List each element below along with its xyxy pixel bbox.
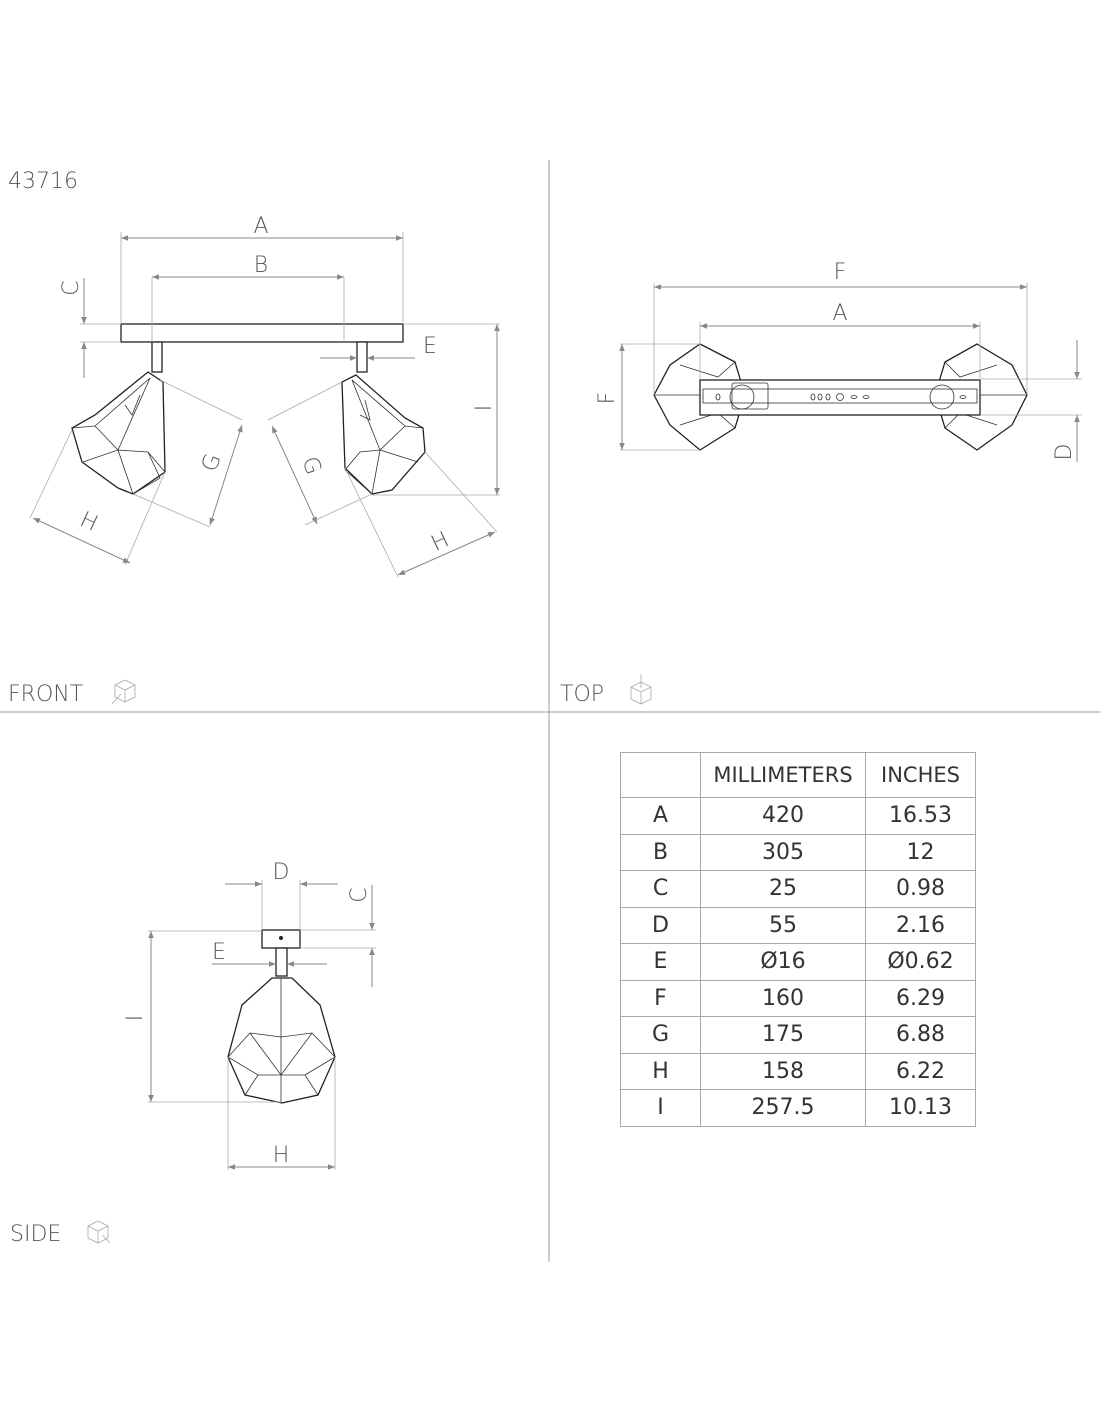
dim-label-f-top: F <box>834 260 847 285</box>
right-shade <box>341 374 426 495</box>
millimeters-value: 25 <box>700 870 866 908</box>
dim-label-i: I <box>472 405 497 412</box>
view-label-front: FRONT <box>8 682 83 707</box>
header-blank <box>620 752 701 798</box>
dimension-key: I <box>620 1089 701 1127</box>
dim-label-e-side: E <box>212 940 226 965</box>
millimeters-value: 175 <box>700 1016 866 1054</box>
inches-value: 6.88 <box>865 1016 976 1054</box>
top-right-shade <box>934 343 1028 451</box>
dim-label-g-left: G <box>197 450 226 475</box>
side-shade <box>227 977 336 1104</box>
inches-value: 16.53 <box>865 797 976 835</box>
view-label-top: TOP <box>560 682 604 707</box>
dim-label-b: B <box>254 253 268 278</box>
left-shade <box>71 371 166 495</box>
inches-value: 6.22 <box>865 1052 976 1090</box>
dimension-key: D <box>620 906 701 944</box>
dim-label-a: A <box>253 214 268 239</box>
millimeters-value: 160 <box>700 979 866 1017</box>
side-view: D C E I H <box>123 860 376 1170</box>
table-header-row: MILLIMETERS INCHES <box>620 752 976 798</box>
millimeters-value: 55 <box>700 906 866 944</box>
front-view-cube-icon <box>111 679 136 705</box>
millimeters-value: Ø16 <box>700 943 866 981</box>
inches-value: 12 <box>865 833 976 871</box>
dim-label-e: E <box>423 334 437 359</box>
inches-value: Ø0.62 <box>865 943 976 981</box>
dim-label-d-side: D <box>273 860 290 885</box>
inches-value: 2.16 <box>865 906 976 944</box>
millimeters-value: 158 <box>700 1052 866 1090</box>
dim-label-i-side: I <box>123 1015 148 1022</box>
dimension-key: C <box>620 870 701 908</box>
inches-value: 0.98 <box>865 870 976 908</box>
millimeters-value: 305 <box>700 833 866 871</box>
dim-label-d-top: D <box>1052 444 1077 461</box>
millimeters-value: 420 <box>700 797 866 835</box>
side-view-cube-icon <box>87 1220 111 1244</box>
dim-label-h-left: H <box>76 507 102 537</box>
front-view: A B C E I G H G H <box>29 214 500 578</box>
dimension-key: B <box>620 833 701 871</box>
header-inches: INCHES <box>865 752 976 798</box>
dimension-key: G <box>620 1016 701 1054</box>
dim-label-a-top: A <box>832 301 847 326</box>
inches-value: 10.13 <box>865 1089 976 1127</box>
top-view-cube-icon <box>630 674 652 705</box>
millimeters-value: 257.5 <box>700 1089 866 1127</box>
dim-label-c: C <box>59 280 84 295</box>
dimension-key: A <box>620 797 701 835</box>
dim-label-g-right: G <box>296 453 325 478</box>
dim-label-h-side: H <box>273 1143 290 1168</box>
view-label-side: SIDE <box>10 1222 61 1247</box>
header-millimeters: MILLIMETERS <box>700 752 866 798</box>
product-code: 43716 <box>8 169 78 194</box>
dimension-key: E <box>620 943 701 981</box>
dim-label-f-left: F <box>595 392 620 405</box>
inches-value: 6.29 <box>865 979 976 1017</box>
dimension-key: H <box>620 1052 701 1090</box>
dimension-key: F <box>620 979 701 1017</box>
top-view: F A F D <box>595 260 1082 462</box>
dim-label-c-side: C <box>347 887 372 902</box>
